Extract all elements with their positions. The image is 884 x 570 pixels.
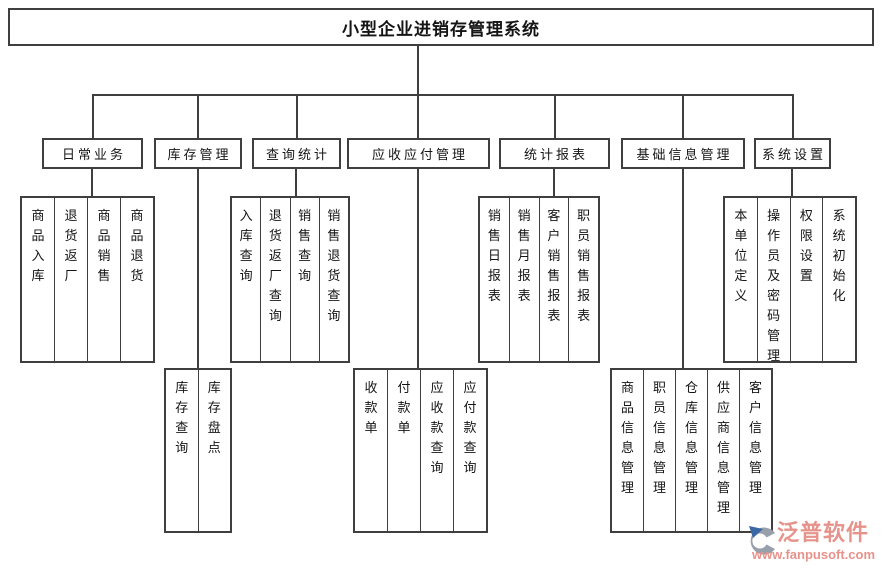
branch-label: 系统设置 bbox=[761, 147, 826, 162]
leaf-group-basic-info-management: 商品信息管理 职员信息管理 仓库信息管理 供应商信息管理 客户信息管理 bbox=[610, 368, 773, 533]
branch-label: 应收应付管理 bbox=[371, 147, 468, 162]
leaf-supplier-info-management: 供应商信息管理 bbox=[708, 370, 740, 531]
leaf-customer-sales-report: 客户销售报表 bbox=[540, 198, 570, 361]
leaf-warehouse-info-management: 仓库信息管理 bbox=[676, 370, 708, 531]
branch-daily-business: 日常业务 bbox=[42, 138, 143, 169]
branch-receivables-payables: 应收应付管理 bbox=[347, 138, 490, 169]
branch-label: 库存管理 bbox=[167, 147, 232, 162]
leaf-return-to-factory: 退货返厂 bbox=[55, 198, 88, 361]
connector-drop-system-settings bbox=[792, 94, 794, 138]
leaf-goods-sales: 商品销售 bbox=[88, 198, 121, 361]
connector-stem-daily-business bbox=[91, 169, 93, 196]
branch-label: 统计报表 bbox=[523, 147, 588, 162]
leaf-unit-definition: 本单位定义 bbox=[725, 198, 758, 361]
leaf-group-receivables-payables: 收款单 付款单 应收款查询 应付款查询 bbox=[353, 368, 488, 533]
connector-drop-query-statistics bbox=[296, 94, 298, 138]
leaf-goods-return: 商品退货 bbox=[130, 208, 144, 283]
fanpu-logo-icon bbox=[749, 526, 775, 555]
connector-stem-statistical-reports bbox=[553, 169, 555, 196]
connector-stem-system-settings bbox=[791, 169, 793, 196]
leaf-factory-return-query: 退货返厂查询 bbox=[261, 198, 291, 361]
watermark: 泛普软件 www.fanpusoft.com bbox=[744, 518, 880, 566]
leaf-sales-return-query: 销售退货查询 bbox=[327, 208, 341, 323]
connector-drop-receivables-payables bbox=[417, 94, 419, 138]
branch-query-statistics: 查询统计 bbox=[252, 138, 341, 169]
connector-distribution-bar bbox=[92, 94, 794, 96]
root-title: 小型企业进销存管理系统 bbox=[342, 19, 540, 39]
leaf-monthly-sales-report: 销售月报表 bbox=[510, 198, 540, 361]
branch-label: 基础信息管理 bbox=[636, 147, 733, 162]
leaf-inbound-query: 入库查询 bbox=[232, 198, 262, 361]
connector-drop-inventory bbox=[197, 94, 199, 138]
leaf-payment-voucher: 付款单 bbox=[388, 370, 421, 531]
branch-basic-info-management: 基础信息管理 bbox=[621, 138, 745, 169]
connector-stem-receivables-payables bbox=[417, 169, 419, 368]
leaf-customer-info-management: 客户信息管理 bbox=[748, 380, 762, 495]
connector-stem-query-statistics bbox=[295, 169, 297, 196]
leaf-receipt-voucher: 收款单 bbox=[355, 370, 388, 531]
leaf-goods-info-management: 商品信息管理 bbox=[612, 370, 644, 531]
leaf-group-statistical-reports: 销售日报表 销售月报表 客户销售报表 职员销售报表 bbox=[478, 196, 600, 363]
leaf-group-query-statistics: 入库查询 退货返厂查询 销售查询 销售退货查询 bbox=[230, 196, 350, 363]
branch-label: 日常业务 bbox=[61, 147, 126, 162]
root-node: 小型企业进销存管理系统 bbox=[8, 8, 874, 46]
branch-system-settings: 系统设置 bbox=[754, 138, 831, 169]
branch-statistical-reports: 统计报表 bbox=[499, 138, 610, 169]
connector-stem-inventory bbox=[197, 169, 199, 368]
leaf-daily-sales-report: 销售日报表 bbox=[480, 198, 510, 361]
connector-root-stem bbox=[417, 46, 419, 94]
leaf-receivables-query: 应收款查询 bbox=[421, 370, 454, 531]
leaf-sales-query: 销售查询 bbox=[291, 198, 320, 361]
branch-label: 查询统计 bbox=[265, 147, 330, 162]
leaf-group-system-settings: 本单位定义 操作员及密码管理 权限设置 系统初始化 bbox=[723, 196, 857, 363]
leaf-group-daily-business: 商品入库 退货返厂 商品销售 商品退货 bbox=[20, 196, 155, 363]
leaf-staff-info-management: 职员信息管理 bbox=[644, 370, 676, 531]
connector-drop-basic-info bbox=[682, 94, 684, 138]
leaf-inventory-query: 库存查询 bbox=[166, 370, 199, 531]
leaf-permission-settings: 权限设置 bbox=[791, 198, 824, 361]
branch-inventory-management: 库存管理 bbox=[154, 138, 242, 169]
watermark-brand-text: 泛普软件 bbox=[777, 520, 870, 545]
watermark-url-text: www.fanpusoft.com bbox=[752, 547, 876, 562]
leaf-goods-inbound: 商品入库 bbox=[22, 198, 55, 361]
connector-drop-daily-business bbox=[92, 94, 94, 138]
connector-stem-basic-info bbox=[682, 169, 684, 368]
leaf-operator-password-management: 操作员及密码管理 bbox=[758, 198, 791, 363]
connector-drop-statistical-reports bbox=[554, 94, 556, 138]
leaf-staff-sales-report: 职员销售报表 bbox=[577, 208, 591, 323]
leaf-inventory-stocktaking: 库存盘点 bbox=[207, 380, 221, 455]
leaf-payables-query: 应付款查询 bbox=[463, 380, 477, 475]
leaf-system-initialization: 系统初始化 bbox=[832, 208, 846, 303]
leaf-group-inventory-management: 库存查询 库存盘点 bbox=[164, 368, 232, 533]
